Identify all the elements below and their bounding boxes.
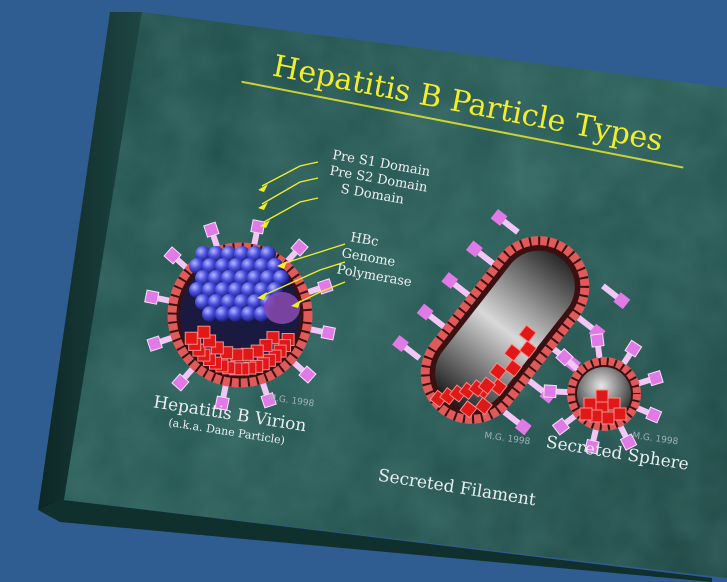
hepatitis-b-virion (145, 220, 336, 411)
genome-polymerase-blob (264, 292, 300, 324)
